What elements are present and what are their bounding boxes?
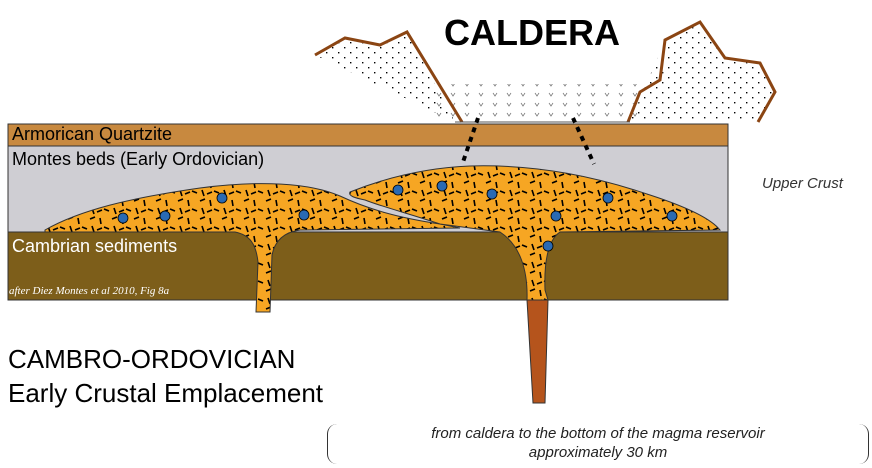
citation-label: after Diez Montes et al 2010, Fig 8a: [9, 285, 169, 297]
feeder-dyke: [527, 300, 548, 403]
heading-line-2: Early Crustal Emplacement: [8, 377, 323, 409]
montes-label: Montes beds (Early Ordovician): [12, 149, 264, 170]
cambrian-label: Cambrian sediments: [12, 236, 177, 257]
upper-crust-label: Upper Crust: [762, 175, 843, 192]
armorican-label: Armorican Quartzite: [12, 124, 172, 145]
heading-line-1: CAMBRO-ORDOVICIAN: [8, 343, 295, 375]
depth-note-line-1: from caldera to the bottom of the magma …: [327, 425, 869, 442]
depth-note-line-2: approximately 30 km: [327, 444, 869, 461]
caldera-title: CALDERA: [444, 12, 620, 54]
